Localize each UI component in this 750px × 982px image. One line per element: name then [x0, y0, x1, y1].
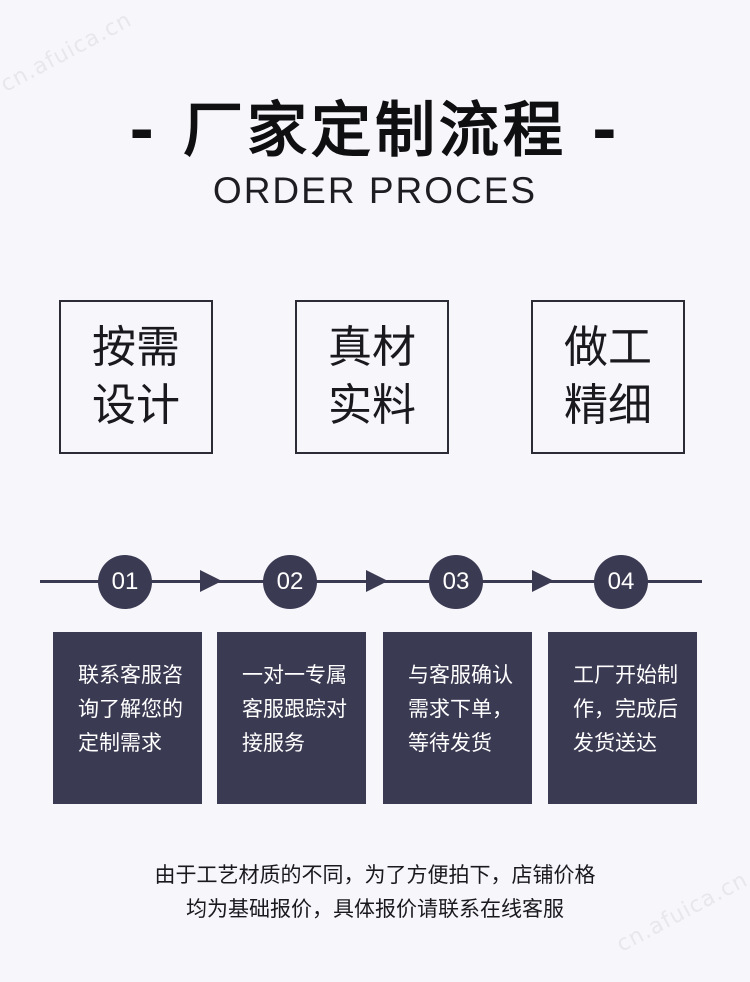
page-subtitle: ORDER PROCES	[212, 170, 538, 211]
step-number-badge: 04	[594, 555, 648, 609]
step-number-badge: 03	[429, 555, 483, 609]
arrow-right-icon	[366, 570, 388, 592]
footer-note-line: 由于工艺材质的不同，为了方便拍下，店铺价格	[154, 863, 596, 887]
feature-label: 做工精细	[564, 322, 652, 431]
page-title: - 厂家定制流程 -	[129, 96, 621, 166]
step-number-badge: 01	[98, 555, 152, 609]
arrow-right-icon	[200, 570, 222, 592]
arrow-right-icon	[532, 570, 554, 592]
step-card: 联系客服咨询了解您的定制需求	[53, 632, 202, 804]
feature-label: 真材实料	[328, 322, 416, 431]
step-card: 与客服确认需求下单，等待发货	[383, 632, 532, 804]
step-number-badge: 02	[263, 555, 317, 609]
feature-box-material: 真材实料	[295, 300, 449, 454]
feature-box-workmanship: 做工精细	[531, 300, 685, 454]
step-card: 工厂开始制作，完成后发货送达	[548, 632, 697, 804]
feature-label: 按需设计	[92, 322, 180, 431]
feature-box-design: 按需设计	[59, 300, 213, 454]
footer-note: 由于工艺材质的不同，为了方便拍下，店铺价格 均为基础报价，具体报价请联系在线客服	[0, 858, 750, 926]
footer-note-line: 均为基础报价，具体报价请联系在线客服	[186, 897, 564, 921]
step-card: 一对一专属客服跟踪对接服务	[217, 632, 366, 804]
